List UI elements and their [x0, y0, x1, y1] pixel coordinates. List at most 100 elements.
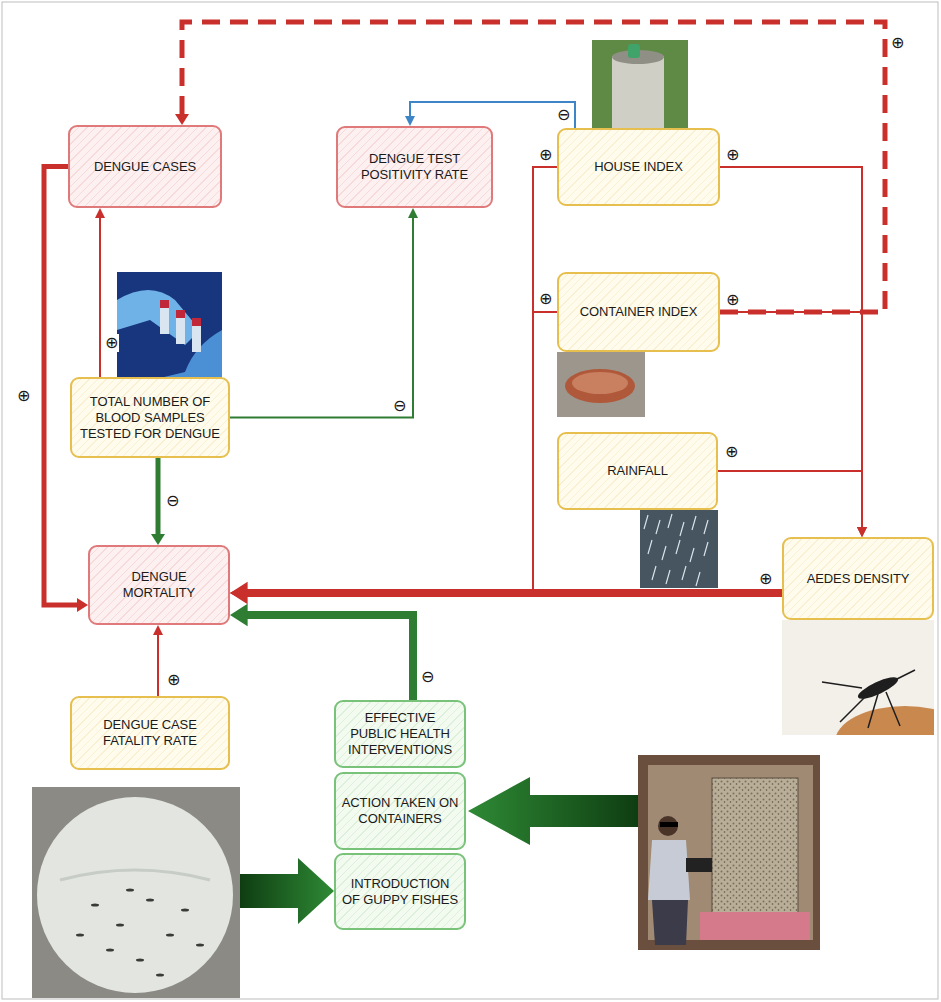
polarity-sign: ⊕ — [724, 443, 739, 461]
influence-line — [720, 167, 862, 529]
influence-arrow — [720, 167, 867, 537]
blood-sample-photo — [117, 272, 222, 378]
influence-line — [244, 615, 413, 700]
vial-cap — [176, 310, 185, 318]
influence-line — [410, 102, 575, 128]
influence-arrow — [230, 167, 557, 598]
eye-mask — [660, 822, 678, 827]
container — [712, 778, 798, 913]
arrow-head — [77, 598, 88, 612]
polarity-sign: ⊕ — [538, 146, 553, 164]
factor-label: DENGUE CASES — [94, 159, 196, 175]
arrow-head — [230, 604, 248, 626]
vial — [160, 300, 169, 334]
factor-label: RAINFALL — [607, 463, 668, 479]
arrow-head — [405, 116, 415, 126]
block-arrow — [240, 858, 334, 924]
mosquito-body — [856, 673, 901, 702]
factor-label: DENGUE MORTALITY — [95, 569, 223, 601]
polarity-sign: ⊕ — [16, 387, 31, 405]
bottle — [628, 44, 640, 58]
arrow-head — [151, 534, 165, 545]
arrow-head — [857, 527, 867, 537]
arrow-head — [857, 527, 867, 537]
influence-arrow — [153, 625, 163, 696]
factor-box: DENGUE CASE FATALITY RATE — [70, 696, 230, 770]
photo-ground — [117, 272, 222, 378]
clay-bowl-photo — [557, 352, 645, 417]
photo-ground — [557, 352, 645, 417]
photo-ground — [32, 787, 240, 998]
mosquito-photo — [782, 620, 934, 735]
factor-label: HOUSE INDEX — [594, 159, 682, 175]
factor-box: EFFECTIVE PUBLIC HEALTH INTERVENTIONS — [334, 700, 466, 768]
influence-line — [238, 312, 557, 593]
guppy-bowl-photo — [32, 787, 240, 998]
container-action-photo — [638, 755, 820, 950]
rain-photo — [640, 510, 718, 588]
arrow-head — [153, 625, 163, 635]
influence-arrow — [720, 312, 867, 537]
factor-box: TOTAL NUMBER OF BLOOD SAMPLES TESTED FOR… — [70, 377, 230, 458]
influence-arrow — [230, 604, 413, 700]
factor-box: DENGUE CASES — [68, 125, 222, 208]
worker-shirt — [648, 840, 690, 900]
polarity-sign: ⊖ — [165, 492, 180, 510]
rain-drops — [644, 514, 708, 586]
guppies — [76, 889, 204, 977]
factor-label: INTRODUCTION OF GUPPY FISHES — [341, 876, 459, 908]
influence-line — [230, 216, 413, 418]
factor-box: DENGUE MORTALITY — [88, 545, 230, 625]
tank-body — [612, 56, 664, 128]
glove — [160, 330, 222, 378]
block-arrow — [468, 777, 638, 845]
mosquito-legs — [822, 670, 915, 728]
water-tank-photo — [592, 40, 688, 128]
influence-arrow — [151, 458, 165, 545]
bowl-water — [572, 372, 628, 394]
polarity-sign: ⊖ — [556, 106, 571, 124]
influence-line — [720, 312, 862, 529]
arrow-head — [230, 582, 248, 604]
factor-box: CONTAINER INDEX — [557, 272, 720, 352]
factor-box: AEDES DENSITY — [782, 537, 934, 620]
influence-line — [157, 633, 159, 696]
polarity-sign: ⊖ — [420, 668, 435, 686]
influence-line — [238, 167, 557, 593]
influence-arrow — [230, 208, 418, 418]
influence-line — [99, 216, 101, 377]
influence-arrow — [230, 582, 782, 604]
arrow-head — [857, 527, 867, 537]
factor-label: CONTAINER INDEX — [580, 304, 697, 320]
factor-box: HOUSE INDEX — [557, 128, 720, 206]
water-line — [60, 870, 210, 880]
influence-arrow — [230, 312, 557, 598]
factor-label: DENGUE CASE FATALITY RATE — [77, 717, 223, 749]
arrow-head — [95, 208, 105, 218]
factor-label: AEDES DENSITY — [807, 571, 910, 587]
factor-box: INTRODUCTION OF GUPPY FISHES — [334, 853, 466, 930]
arrow-head — [175, 114, 189, 125]
worker-head — [658, 816, 678, 836]
photo-ground — [638, 755, 820, 950]
influence-arrow — [718, 471, 867, 537]
vial-cap — [192, 318, 201, 326]
glove — [117, 290, 200, 345]
factor-label: ACTION TAKEN ON CONTAINERS — [341, 795, 459, 827]
vial — [192, 318, 201, 352]
influence-line — [244, 589, 782, 597]
influence-line — [718, 471, 862, 529]
factor-label: EFFECTIVE PUBLIC HEALTH INTERVENTIONS — [341, 710, 459, 758]
arrow-head — [408, 208, 418, 218]
factor-box: RAINFALL — [557, 432, 718, 510]
skin — [835, 706, 934, 735]
polarity-sign: ⊕ — [725, 146, 740, 164]
stand — [700, 912, 810, 940]
vial-cap — [160, 300, 169, 308]
influence-line — [156, 458, 161, 536]
vial — [176, 310, 185, 344]
polarity-sign: ⊕ — [890, 34, 905, 52]
polarity-sign: ⊕ — [538, 290, 553, 308]
